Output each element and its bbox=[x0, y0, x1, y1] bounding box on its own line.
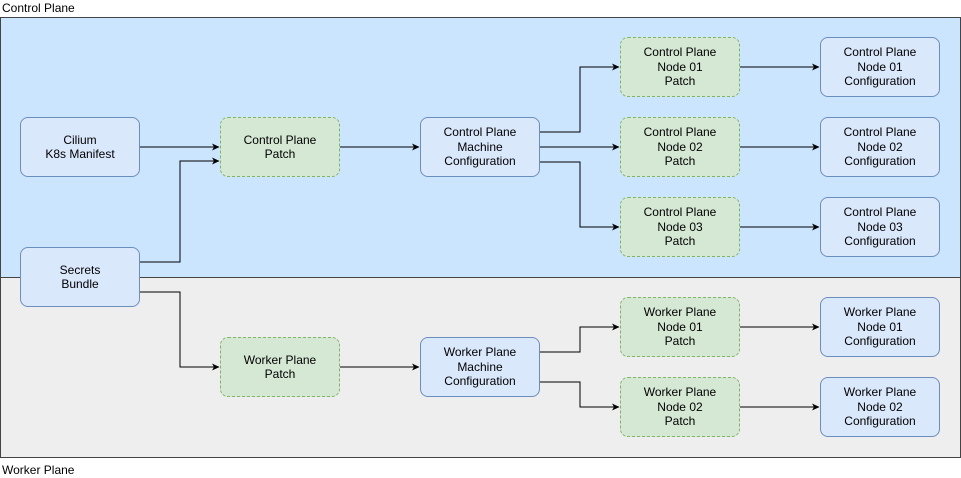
edge-wp-machine-to-node01-patch bbox=[540, 323, 620, 353]
edge-secrets-to-cp-patch bbox=[140, 157, 220, 263]
control-plane-machine-config-label: Control Plane Machine Configuration bbox=[443, 125, 517, 169]
worker-plane-patch-label: Worker Plane Patch bbox=[243, 352, 317, 382]
worker-plane-label: Worker Plane bbox=[2, 463, 75, 477]
wp-node01-config-node: Worker Plane Node 01 Configuration bbox=[820, 297, 940, 357]
control-plane-patch-node: Control Plane Patch bbox=[220, 117, 340, 177]
cp-node02-patch-label: Control Plane Node 02 Patch bbox=[643, 125, 717, 169]
cp-node02-config-node: Control Plane Node 02 Configuration bbox=[820, 117, 940, 177]
edge-secrets-to-wp-patch bbox=[140, 291, 220, 371]
edge-wp-machine-to-node02-patch bbox=[540, 381, 620, 411]
cp-node03-patch-label: Control Plane Node 03 Patch bbox=[643, 205, 717, 249]
wp-node02-config-node: Worker Plane Node 02 Configuration bbox=[820, 377, 940, 437]
cp-node03-patch-node: Control Plane Node 03 Patch bbox=[620, 197, 740, 257]
wp-node02-patch-label: Worker Plane Node 02 Patch bbox=[643, 385, 717, 429]
cp-node01-patch-label: Control Plane Node 01 Patch bbox=[643, 45, 717, 89]
cp-node01-config-label: Control Plane Node 01 Configuration bbox=[843, 45, 917, 89]
control-plane-machine-config-node: Control Plane Machine Configuration bbox=[420, 117, 540, 177]
secrets-bundle-label: Secrets Bundle bbox=[59, 262, 101, 292]
wp-node01-patch-node: Worker Plane Node 01 Patch bbox=[620, 297, 740, 357]
cp-node03-config-label: Control Plane Node 03 Configuration bbox=[843, 205, 917, 249]
worker-plane-machine-config-label: Worker Plane Machine Configuration bbox=[443, 345, 517, 389]
control-plane-patch-label: Control Plane Patch bbox=[243, 132, 317, 162]
cilium-k8s-manifest-label: Cilium K8s Manifest bbox=[45, 132, 115, 162]
wp-node01-patch-label: Worker Plane Node 01 Patch bbox=[643, 305, 717, 349]
cp-node02-config-label: Control Plane Node 02 Configuration bbox=[843, 125, 917, 169]
edge-cp-machine-to-node01-patch bbox=[540, 63, 620, 133]
cp-node01-config-node: Control Plane Node 01 Configuration bbox=[820, 37, 940, 97]
wp-node02-patch-node: Worker Plane Node 02 Patch bbox=[620, 377, 740, 437]
worker-plane-patch-node: Worker Plane Patch bbox=[220, 337, 340, 397]
wp-node02-config-label: Worker Plane Node 02 Configuration bbox=[843, 385, 917, 429]
worker-plane-machine-config-node: Worker Plane Machine Configuration bbox=[420, 337, 540, 397]
cp-node02-patch-node: Control Plane Node 02 Patch bbox=[620, 117, 740, 177]
cp-node01-patch-node: Control Plane Node 01 Patch bbox=[620, 37, 740, 97]
cilium-k8s-manifest-node: Cilium K8s Manifest bbox=[20, 117, 140, 177]
wp-node01-config-label: Worker Plane Node 01 Configuration bbox=[843, 305, 917, 349]
edge-cp-machine-to-node03-patch bbox=[540, 161, 620, 231]
cp-node03-config-node: Control Plane Node 03 Configuration bbox=[820, 197, 940, 257]
secrets-bundle-node: Secrets Bundle bbox=[20, 247, 140, 307]
control-plane-label: Control Plane bbox=[2, 1, 75, 15]
